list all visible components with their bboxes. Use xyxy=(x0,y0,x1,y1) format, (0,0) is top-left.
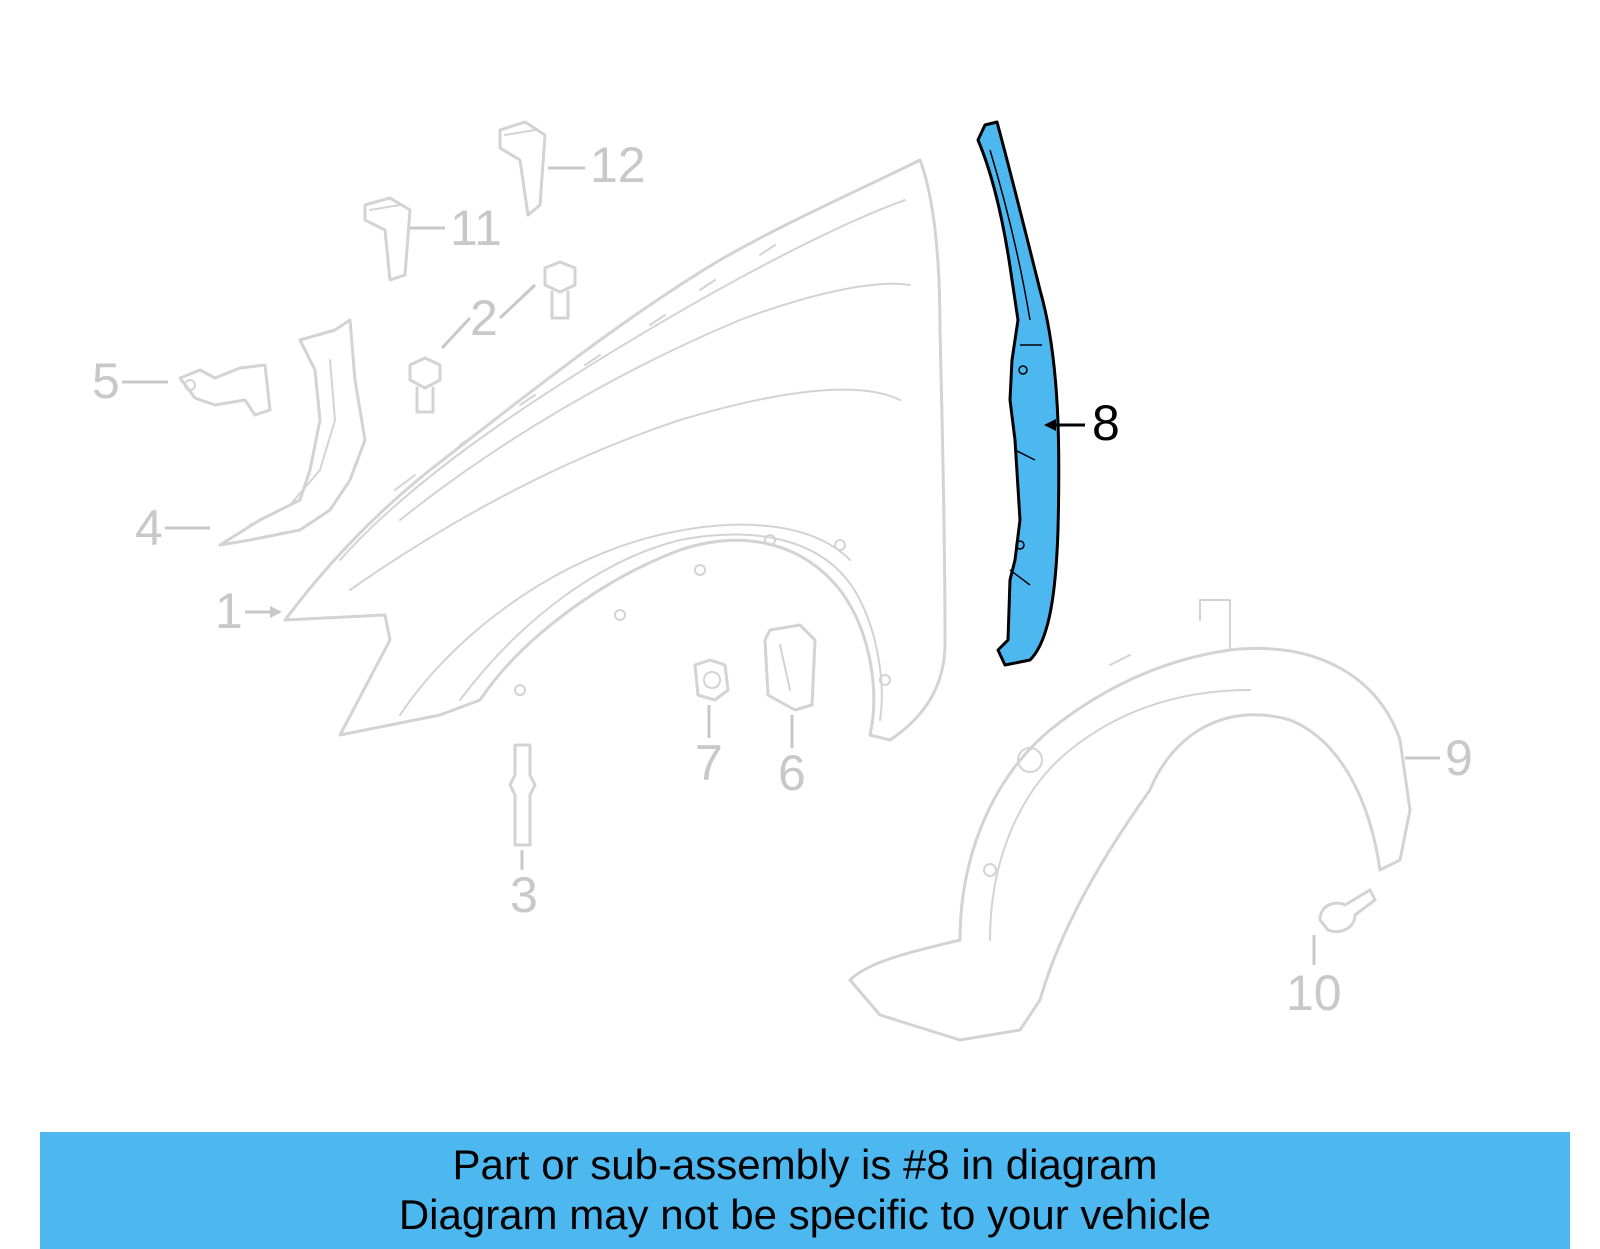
callout-9: 9 xyxy=(1405,730,1473,786)
parts-diagram: 1 2 3 4 5 6 7 8 9 10 11 xyxy=(92,120,1473,1042)
callout-3: 3 xyxy=(510,850,538,923)
bolt-part-2 xyxy=(408,260,577,414)
clip-part-12 xyxy=(498,120,547,217)
callout-7: 7 xyxy=(695,705,723,791)
caption-line-2: Diagram may not be specific to your vehi… xyxy=(398,1191,1212,1238)
svg-text:10: 10 xyxy=(1286,965,1342,1021)
clip-part-11 xyxy=(363,196,412,282)
svg-text:8: 8 xyxy=(1092,395,1120,451)
callout-10: 10 xyxy=(1286,935,1342,1021)
svg-text:7: 7 xyxy=(695,735,723,791)
svg-text:11: 11 xyxy=(450,200,502,256)
fender-part-1 xyxy=(283,158,947,742)
bracket-part-5 xyxy=(178,363,272,417)
clip-part-6 xyxy=(763,623,817,712)
callout-2: 2 xyxy=(440,283,537,350)
svg-text:4: 4 xyxy=(135,500,163,556)
callout-1: 1 xyxy=(215,583,282,639)
callout-12: 12 xyxy=(548,137,646,193)
svg-text:1: 1 xyxy=(215,583,243,639)
callout-5: 5 xyxy=(92,353,168,409)
screw-part-10 xyxy=(1318,888,1377,934)
caption-line-1: Part or sub-assembly is #8 in diagram xyxy=(452,1141,1158,1188)
callout-4: 4 xyxy=(135,500,210,556)
svg-text:5: 5 xyxy=(92,353,120,409)
nut-part-7 xyxy=(693,658,730,702)
callout-6: 6 xyxy=(778,715,806,801)
fender-seal-part-8 xyxy=(976,120,1061,667)
stud-part-3 xyxy=(508,743,537,847)
svg-text:3: 3 xyxy=(510,867,538,923)
svg-text:6: 6 xyxy=(778,745,806,801)
caption-banner: Part or sub-assembly is #8 in diagram Di… xyxy=(40,1132,1570,1249)
svg-text:2: 2 xyxy=(470,290,498,346)
callout-8: 8 xyxy=(1044,395,1120,451)
wheelhouse-liner-part-9 xyxy=(848,599,1412,1042)
bracket-part-4 xyxy=(218,318,367,547)
svg-text:9: 9 xyxy=(1445,730,1473,786)
svg-text:12: 12 xyxy=(590,137,646,193)
callout-11: 11 xyxy=(410,200,502,256)
